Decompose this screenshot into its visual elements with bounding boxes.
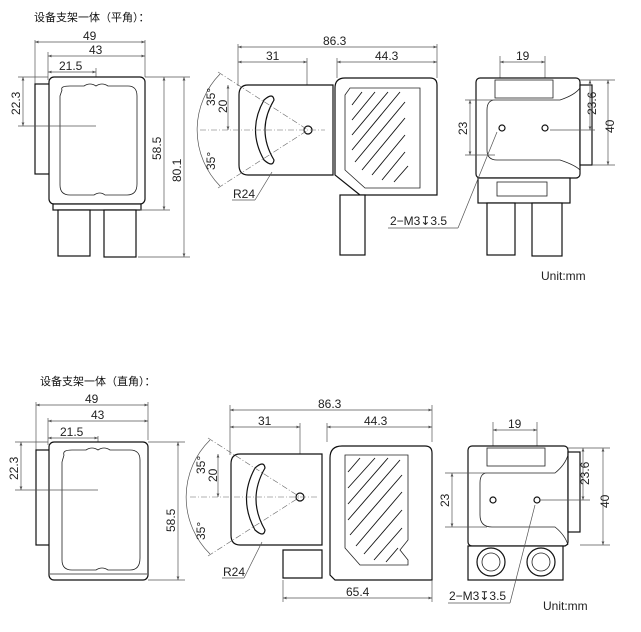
dim-20: 20 [216, 99, 230, 113]
dim-21-5: 21.5 [60, 425, 84, 439]
dim-angle-bottom: 35° [194, 522, 208, 540]
dim-86-3: 86.3 [318, 397, 342, 411]
dim-31: 31 [258, 414, 272, 428]
dim-58-5: 58.5 [164, 508, 178, 532]
front-view: 49 43 21.5 22.3 58.5 80.1 [9, 29, 190, 258]
back-view: 19 23 23.6 40 2−M3↧3.5 [388, 49, 617, 257]
dim-86-3: 86.3 [323, 34, 347, 48]
dim-44-3: 44.3 [375, 49, 399, 63]
dim-44-3: 44.3 [364, 414, 388, 428]
thread-label: 2−M3↧3.5 [390, 214, 447, 228]
dim-49: 49 [85, 392, 99, 406]
dim-40: 40 [598, 494, 612, 508]
dim-22-3: 22.3 [7, 456, 21, 480]
dim-23: 23 [438, 493, 452, 507]
section-flat-angle: 设备支架一体（平角）： 49 43 21.5 22.3 [9, 10, 617, 283]
dim-22-3: 22.3 [9, 91, 23, 115]
dim-23-6: 23.6 [578, 461, 592, 485]
dim-r24: R24 [223, 565, 245, 579]
dim-angle-top: 35° [194, 456, 208, 474]
heatsink-fins [351, 91, 409, 183]
section-right-angle: 设备支架一体（直角）： 49 43 21.5 22.3 58.5 [7, 374, 612, 613]
dim-angle-top: 35° [204, 88, 218, 106]
section-title: 设备支架一体（平角）： [34, 10, 150, 24]
dim-40: 40 [603, 119, 617, 133]
dim-20: 20 [206, 468, 220, 482]
dim-43: 43 [91, 408, 105, 422]
dim-49: 49 [83, 29, 97, 43]
back-view: 19 23 23.6 40 2−M3↧3.5 [438, 417, 612, 604]
dim-31: 31 [266, 49, 280, 63]
thread-label: 2−M3↧3.5 [449, 589, 506, 603]
dim-19: 19 [508, 417, 522, 431]
dim-23: 23 [456, 121, 470, 135]
side-view: 86.3 31 44.3 35° 20 35° R24 [185, 397, 433, 602]
dim-43: 43 [89, 43, 103, 57]
section-title: 设备支架一体（直角）： [40, 374, 156, 388]
unit-label: Unit:mm [541, 269, 586, 283]
dim-65-4: 65.4 [346, 585, 370, 599]
front-view: 49 43 21.5 22.3 58.5 [7, 392, 185, 581]
dim-19: 19 [516, 49, 530, 63]
dim-58-5: 58.5 [150, 136, 164, 160]
dim-21-5: 21.5 [59, 59, 83, 73]
unit-label: Unit:mm [543, 599, 588, 613]
side-view: 86.3 31 44.3 35° 20 35° R24 [196, 34, 438, 256]
heatsink-fins [347, 457, 403, 563]
dim-r24: R24 [233, 187, 255, 201]
dim-80-1: 80.1 [170, 158, 184, 182]
dim-angle-bottom: 35° [204, 152, 218, 170]
dim-23-6: 23.6 [585, 91, 599, 115]
